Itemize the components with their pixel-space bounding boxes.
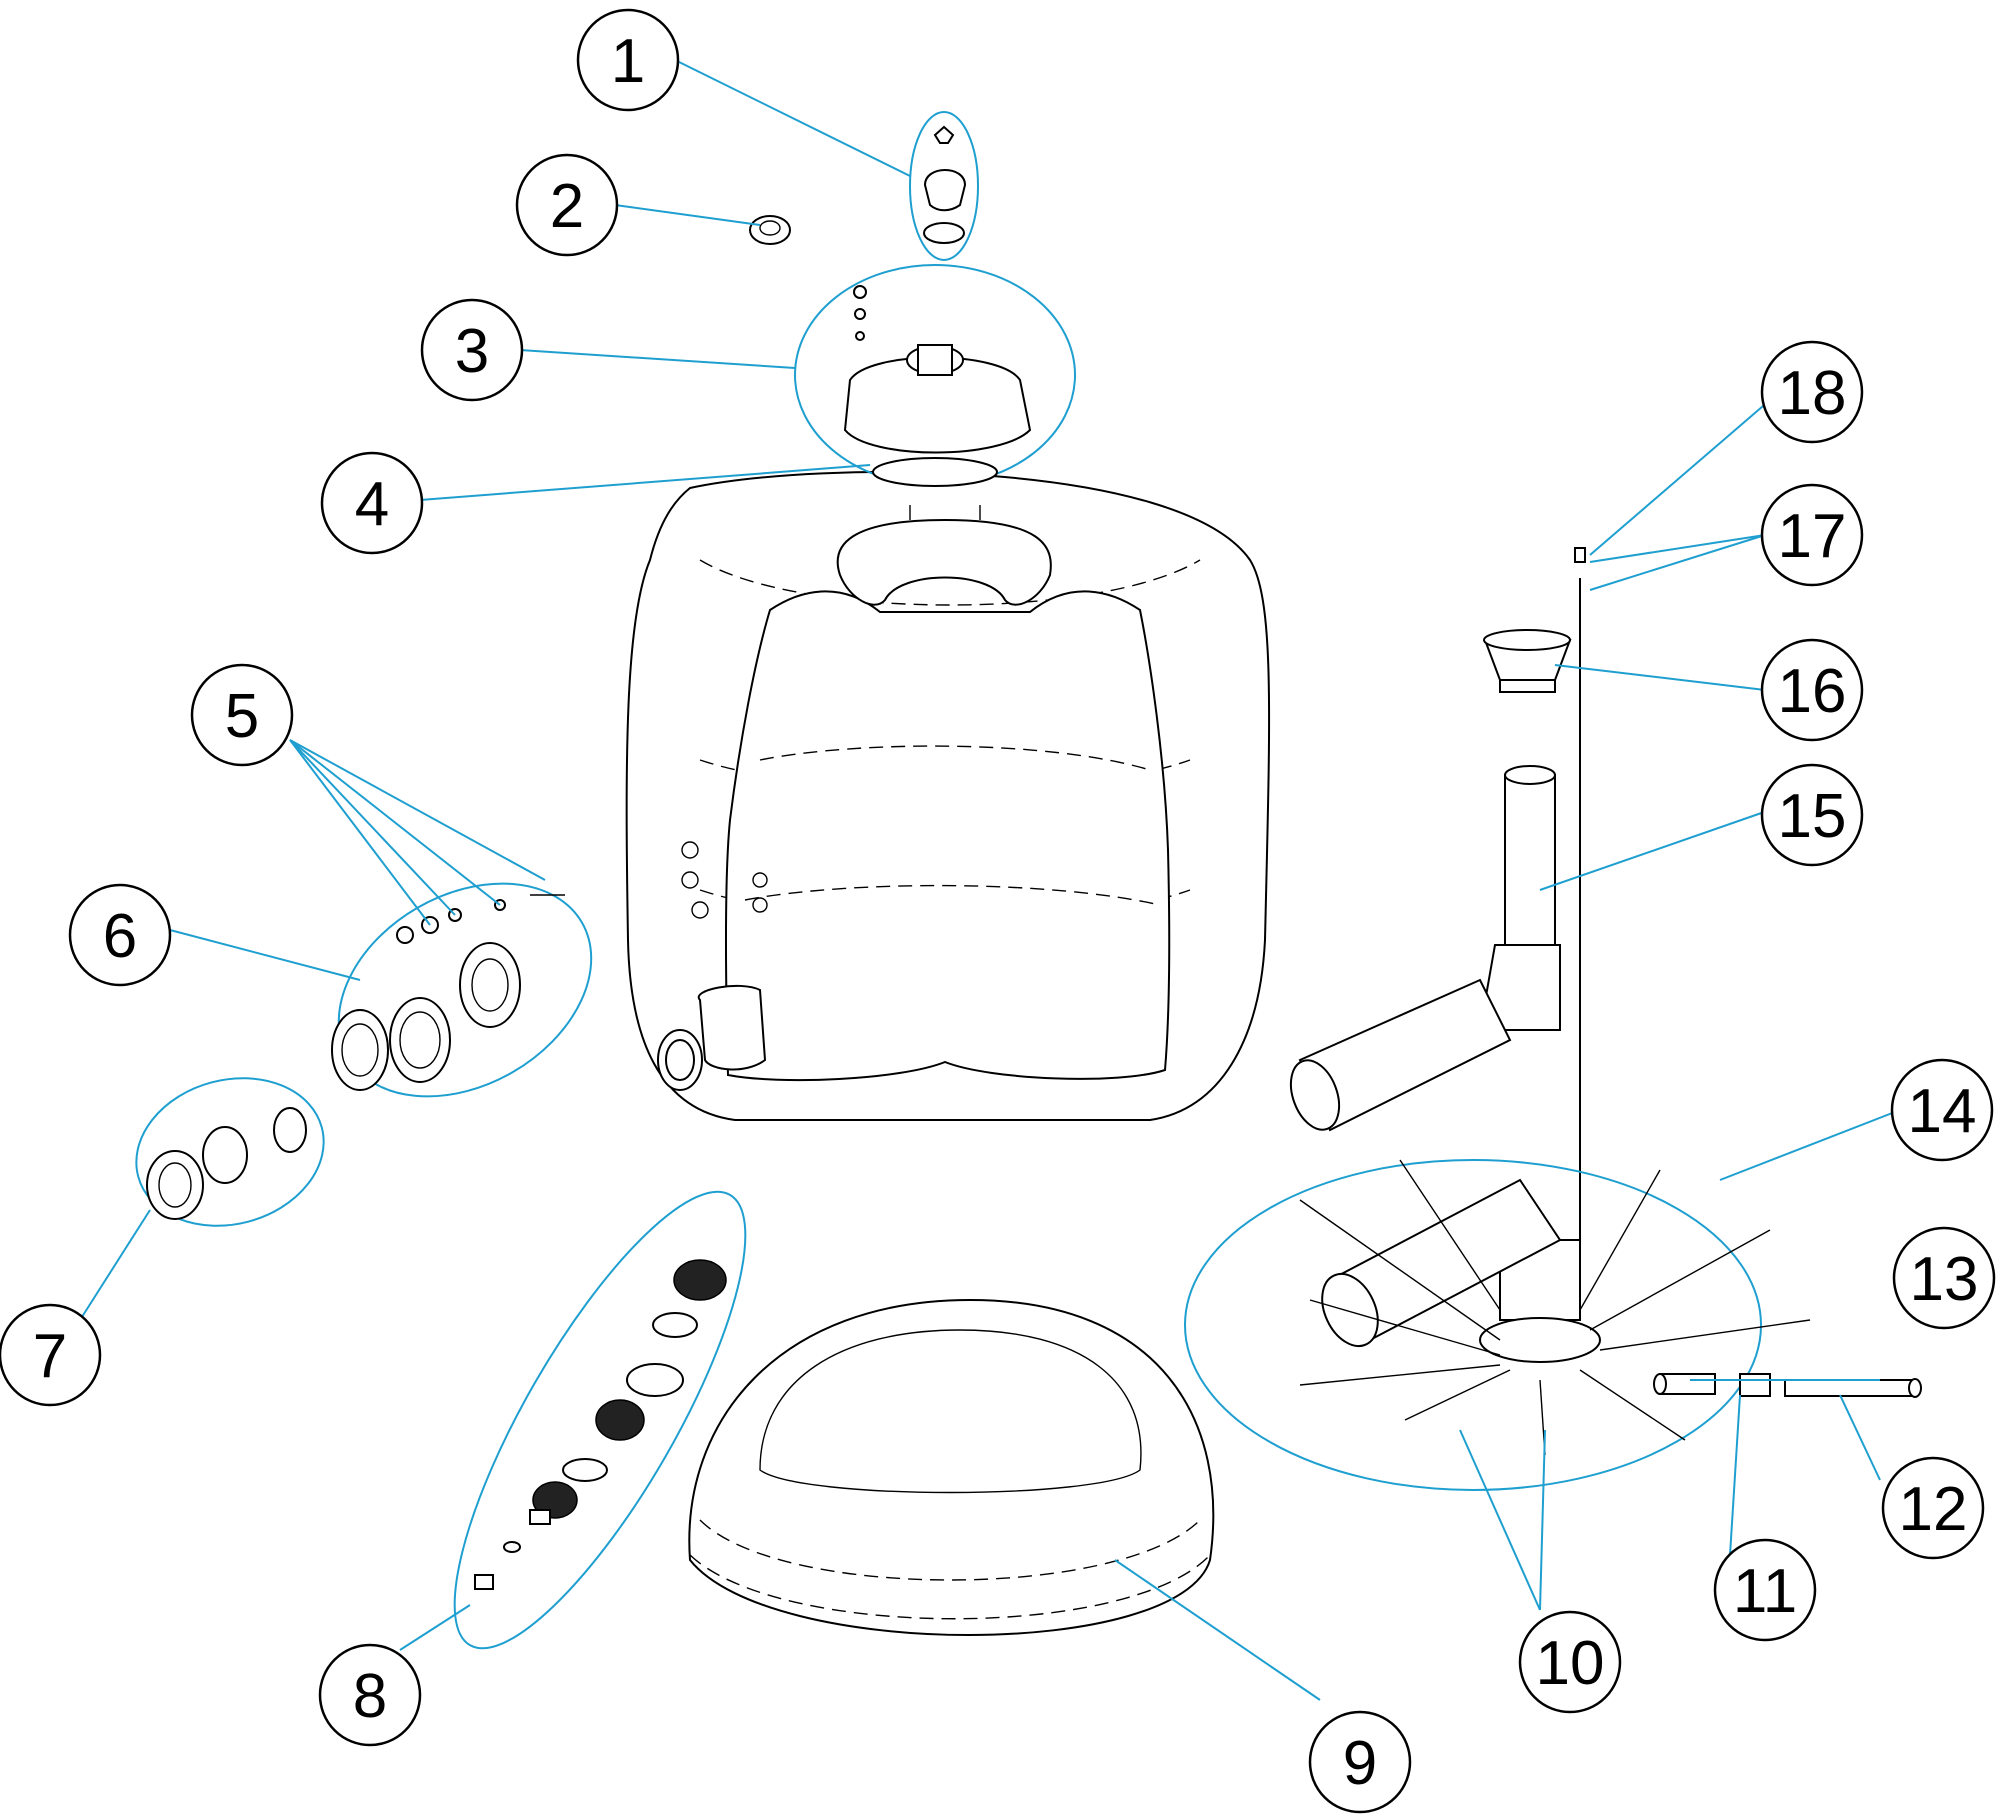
callout-1: 1	[576, 8, 680, 112]
callout-18: 18	[1760, 340, 1864, 444]
drain-valve-group	[453, 1190, 747, 1650]
callout-label: 11	[1733, 1557, 1797, 1626]
callout-label: 5	[225, 682, 259, 751]
callout-label: 8	[353, 1662, 387, 1731]
base-ring	[688, 1298, 1215, 1636]
union-group	[135, 1077, 325, 1227]
callout-8: 8	[318, 1643, 422, 1747]
callout-label: 13	[1910, 1245, 1979, 1314]
callout-label: 16	[1778, 657, 1847, 726]
callout-label: 14	[1908, 1077, 1977, 1146]
callout-14: 14	[1890, 1058, 1994, 1162]
callout-label: 6	[103, 902, 137, 971]
pressure-gauge-group	[909, 111, 979, 261]
diffuser-cone	[1483, 629, 1572, 693]
riser-pipe	[1289, 765, 1561, 1132]
callout-9: 9	[1308, 1710, 1412, 1814]
callout-label: 2	[550, 172, 584, 241]
callout-label: 17	[1778, 502, 1847, 571]
callout-label: 12	[1899, 1475, 1968, 1544]
callout-label: 15	[1778, 782, 1847, 851]
callout-label: 18	[1778, 359, 1847, 428]
callout-16: 16	[1760, 638, 1864, 742]
callout-6: 6	[68, 883, 172, 987]
callout-11: 11	[1713, 1538, 1817, 1642]
vent-cap	[749, 215, 791, 245]
lateral-spare-parts	[1653, 1373, 1922, 1398]
air-bleed-rod	[1574, 547, 1586, 1260]
leader-lines	[79, 59, 1901, 1701]
callout-label: 3	[455, 317, 489, 386]
lid-assembly	[794, 264, 1076, 487]
callout-15: 15	[1760, 763, 1864, 867]
filter-tank	[625, 471, 1271, 1121]
callout-7: 7	[0, 1303, 102, 1407]
callout-label: 4	[355, 470, 389, 539]
lateral-assembly	[1184, 1159, 1811, 1491]
callout-13: 13	[1892, 1226, 1996, 1330]
callout-label: 7	[33, 1322, 67, 1391]
callout-12: 12	[1881, 1456, 1985, 1560]
callout-3: 3	[420, 298, 524, 402]
callout-10: 10	[1518, 1610, 1622, 1714]
callout-label: 10	[1536, 1629, 1605, 1698]
callout-2: 2	[515, 153, 619, 257]
callout-label: 9	[1343, 1729, 1377, 1798]
callout-4: 4	[320, 451, 424, 555]
flange-group	[331, 882, 593, 1098]
callout-label: 1	[611, 27, 645, 96]
callout-17: 17	[1760, 483, 1864, 587]
callout-5: 5	[190, 663, 294, 767]
